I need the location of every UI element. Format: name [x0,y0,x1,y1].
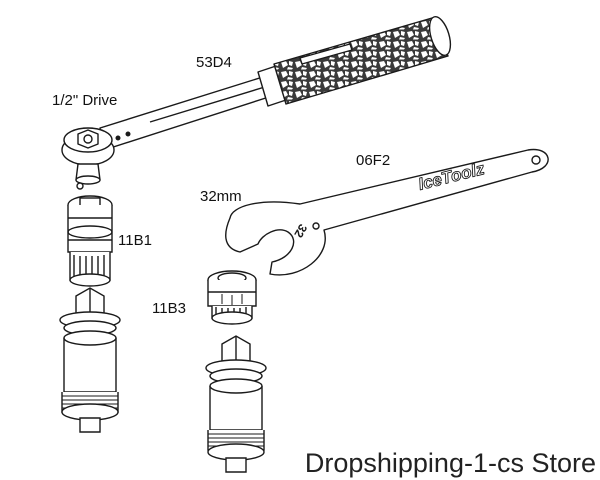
label-cone-wrench: 06F2 [356,152,391,169]
label-cone-size: 32mm [200,188,242,205]
cone-wrench: IceToolz 32 [225,148,549,276]
torque-wrench [61,15,452,190]
wrench-grip [273,15,452,105]
bottom-bracket-left [59,287,121,433]
socket-11b1 [67,195,113,287]
label-torque-wrench: 53D4 [196,54,232,71]
socket-11b3 [207,270,257,325]
ratchet-head [61,127,115,190]
store-watermark: Dropshipping-1-cs Store [304,448,596,478]
label-socket-11b3: 11B3 [152,300,186,317]
label-socket-11b1: 11B1 [118,232,152,249]
label-drive: 1/2" Drive [52,92,118,109]
bottom-bracket-right [205,335,267,473]
wrench-size-stamp: 32 [291,222,310,241]
